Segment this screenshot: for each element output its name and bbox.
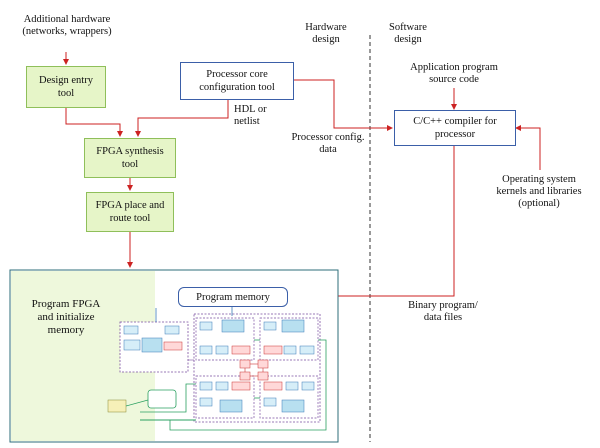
os-kernels-label: Operating system kernels and libraries (…: [496, 174, 582, 209]
additional-hardware-label: Additional hardware (networks, wrappers): [22, 14, 112, 37]
software-design-label: Software design: [389, 22, 427, 45]
fpga-schematic: [107, 305, 327, 431]
processor-config-data-label: Processor config. data: [291, 132, 365, 155]
program-memory-box: Program memory: [178, 287, 288, 307]
binary-files-label: Binary program/ data files: [408, 300, 478, 323]
arrow-os-to-compiler: [515, 125, 541, 170]
app-source-label: Application program source code: [410, 62, 498, 85]
arrow-entry-to-synth: [65, 108, 123, 137]
arrow-core-to-synth: [135, 100, 229, 137]
arrow-compiler-to-memory: [289, 146, 455, 299]
program-fpga-label: Program FPGA and initialize memory: [31, 298, 101, 336]
arrow-core-to-compiler: [294, 79, 393, 131]
hdl-netlist-label: HDL or netlist: [234, 104, 267, 127]
hardware-design-label: Hardware design: [305, 22, 347, 45]
